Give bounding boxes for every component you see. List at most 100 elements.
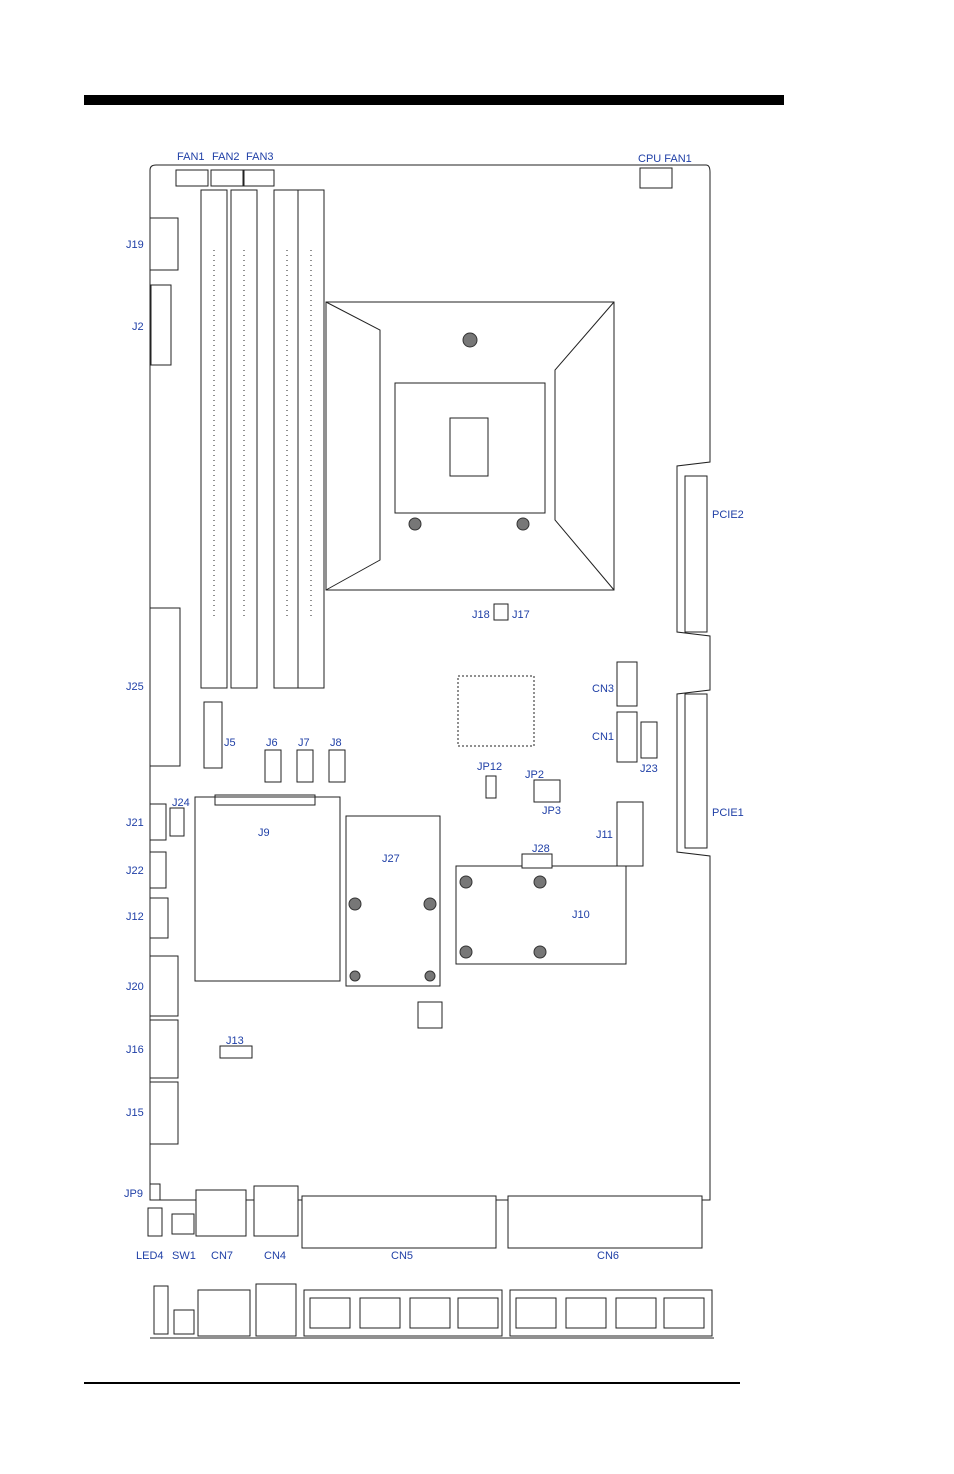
j20-connector bbox=[149, 955, 179, 1017]
label-j23: J23 bbox=[640, 763, 658, 775]
label-j15: J15 bbox=[126, 1107, 144, 1119]
footer-rule bbox=[84, 1382, 740, 1384]
label-jp12: JP12 bbox=[477, 761, 502, 773]
j16-connector bbox=[149, 1019, 179, 1079]
j23-connector bbox=[640, 721, 658, 759]
fan-headers bbox=[175, 167, 673, 189]
rear-cn4 bbox=[255, 1283, 297, 1337]
label-pcie2: PCIE2 bbox=[712, 509, 744, 521]
pcie2-slot bbox=[684, 475, 708, 633]
label-j8: J8 bbox=[330, 737, 342, 749]
cpu-socket bbox=[325, 301, 615, 591]
label-j22: J22 bbox=[126, 865, 144, 877]
label-j25: J25 bbox=[126, 681, 144, 693]
label-jp3: JP3 bbox=[542, 805, 561, 817]
dimm-slot-1 bbox=[200, 189, 228, 689]
j15-connector bbox=[149, 1081, 179, 1145]
rear-io-panel bbox=[150, 1283, 714, 1339]
j5-connector bbox=[203, 701, 223, 769]
j11-connector bbox=[616, 801, 644, 867]
cn3-connector bbox=[616, 661, 638, 707]
label-cn1: CN1 bbox=[592, 731, 614, 743]
rear-cn7 bbox=[197, 1289, 251, 1337]
label-j24: J24 bbox=[172, 797, 190, 809]
header-bar bbox=[84, 95, 784, 105]
label-j9: J9 bbox=[258, 827, 270, 839]
misc-jumper bbox=[417, 1001, 443, 1029]
rear-sw1 bbox=[173, 1309, 195, 1335]
dimm-slot-4 bbox=[297, 189, 325, 689]
j2-connector bbox=[150, 284, 172, 366]
label-j13: J13 bbox=[226, 1035, 244, 1047]
label-cn6: CN6 bbox=[597, 1250, 619, 1262]
cn7-connector bbox=[195, 1189, 247, 1237]
label-pcie1: PCIE1 bbox=[712, 807, 744, 819]
label-led4: LED4 bbox=[136, 1250, 164, 1262]
label-j17: J17 bbox=[512, 609, 530, 621]
jp2-jp3-jumper bbox=[533, 779, 561, 803]
cpu-fan1-header bbox=[639, 167, 673, 189]
cn4-connector bbox=[253, 1185, 299, 1237]
j9-connector bbox=[194, 796, 341, 982]
jp9-jumper bbox=[149, 1183, 161, 1201]
label-j10: J10 bbox=[572, 909, 590, 921]
label-j27: J27 bbox=[382, 853, 400, 865]
label-cn3: CN3 bbox=[592, 683, 614, 695]
rear-cn5 bbox=[303, 1289, 503, 1337]
dimm-slot-2 bbox=[230, 189, 258, 689]
cpu-die-area bbox=[449, 417, 489, 477]
label-cn4: CN4 bbox=[264, 1250, 286, 1262]
j9-header bbox=[214, 794, 316, 806]
j24-connector bbox=[169, 807, 185, 837]
cn5-connector bbox=[301, 1195, 497, 1249]
rear-led4 bbox=[153, 1285, 169, 1335]
fan2-header bbox=[210, 169, 244, 187]
label-j11: J11 bbox=[596, 829, 613, 841]
fan1-header bbox=[175, 169, 209, 187]
component-labels: FAN1 FAN2 FAN3 CPU FAN1 J19 J2 PCIE2 J18… bbox=[124, 151, 744, 1262]
fan3-header bbox=[243, 169, 275, 187]
j6-connector bbox=[264, 749, 282, 783]
label-j21: J21 bbox=[126, 817, 144, 829]
label-fan3: FAN3 bbox=[246, 151, 274, 163]
led4-indicator bbox=[147, 1207, 163, 1237]
label-j7: J7 bbox=[298, 737, 310, 749]
j18-j17-jumper bbox=[493, 603, 509, 621]
label-fan2: FAN2 bbox=[212, 151, 240, 163]
dimm-slots bbox=[200, 189, 325, 689]
j25-connector bbox=[149, 607, 181, 767]
label-fan1: FAN1 bbox=[177, 151, 205, 163]
cn6-connector bbox=[507, 1195, 703, 1249]
label-j28: J28 bbox=[532, 843, 550, 855]
dimm-slot-3 bbox=[273, 189, 301, 689]
label-j5: J5 bbox=[224, 737, 236, 749]
jp12-jumper bbox=[485, 775, 497, 799]
label-j2: J2 bbox=[132, 321, 144, 333]
label-jp2: JP2 bbox=[525, 769, 544, 781]
pcie1-slot bbox=[684, 693, 708, 849]
j28-connector bbox=[521, 853, 553, 869]
label-j19: J19 bbox=[126, 239, 144, 251]
board-outline bbox=[149, 164, 711, 1201]
label-j12: J12 bbox=[126, 911, 144, 923]
j19-connector bbox=[149, 217, 179, 271]
label-j20: J20 bbox=[126, 981, 144, 993]
j12-connector bbox=[149, 897, 169, 939]
j22-connector bbox=[149, 851, 167, 889]
label-sw1: SW1 bbox=[172, 1250, 196, 1262]
sw1-switch bbox=[171, 1213, 195, 1235]
label-cn7: CN7 bbox=[211, 1250, 233, 1262]
j13-connector bbox=[219, 1045, 253, 1059]
chipset-bga bbox=[457, 675, 535, 747]
rear-cn6 bbox=[509, 1289, 713, 1337]
j7-connector bbox=[296, 749, 314, 783]
j21-connector bbox=[149, 803, 167, 841]
label-j18: J18 bbox=[472, 609, 490, 621]
label-j6: J6 bbox=[266, 737, 278, 749]
cn1-connector bbox=[616, 711, 638, 763]
label-cn5: CN5 bbox=[391, 1250, 413, 1262]
label-j16: J16 bbox=[126, 1044, 144, 1056]
j8-connector bbox=[328, 749, 346, 783]
label-cpu-fan1: CPU FAN1 bbox=[638, 153, 692, 165]
